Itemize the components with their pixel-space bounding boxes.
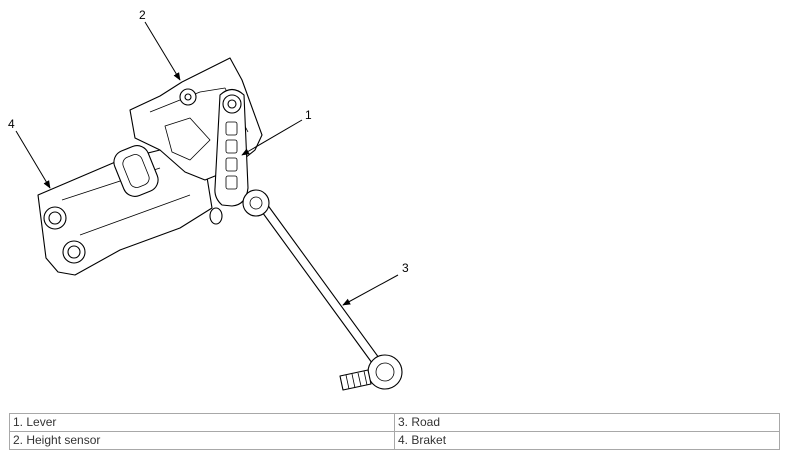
legend-cell-braket: 4. Braket	[394, 431, 780, 450]
legend-row: 1. Lever 3. Road	[9, 413, 780, 432]
parts-legend-table: 1. Lever 3. Road 2. Height sensor 4. Bra…	[9, 413, 780, 450]
callout-label-1: 1	[305, 108, 312, 122]
callout-leader-4	[15, 130, 51, 189]
legend-cell-road: 3. Road	[394, 413, 780, 432]
legend-cell-lever: 1. Lever	[9, 413, 395, 432]
legend-row: 2. Height sensor 4. Braket	[9, 431, 780, 450]
callout-leader-2	[144, 21, 181, 81]
height-sensor-diagram: 1 2 3 4	[8, 8, 409, 391]
callout-label-4: 4	[8, 117, 15, 131]
lower-stud-thread	[339, 369, 372, 391]
callout-label-3: 3	[402, 261, 409, 275]
callout-leader-3	[342, 274, 399, 306]
road	[256, 199, 383, 368]
legend-cell-height-sensor: 2. Height sensor	[9, 431, 395, 450]
callout-leader-1	[241, 119, 303, 156]
callout-label-2: 2	[139, 8, 146, 22]
